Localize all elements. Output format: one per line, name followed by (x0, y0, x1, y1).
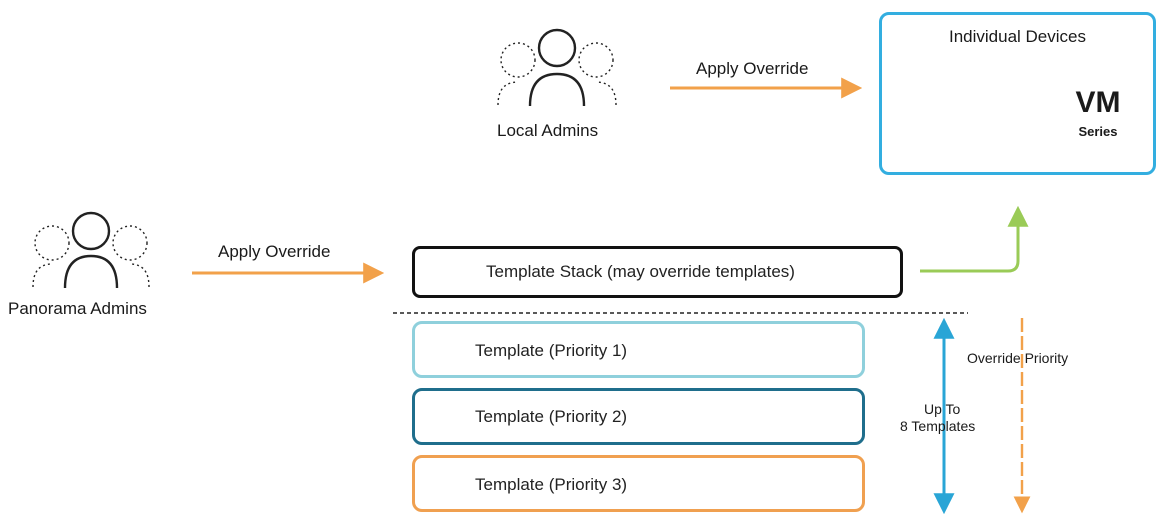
individual-devices-title: Individual Devices (948, 27, 1086, 46)
local-admins-icon (497, 28, 617, 107)
up-to-line1: Up To (924, 401, 961, 417)
individual-devices-box: Individual Devices (879, 12, 1156, 175)
template-priority-3-label: Template (Priority 3) (475, 475, 628, 494)
left-override-label: Apply Override (218, 242, 331, 261)
override-priority-label: Override Priority (967, 350, 1069, 366)
template-priority-2-box: Template (Priority 2) (412, 388, 865, 445)
template-priority-1-label: Template (Priority 1) (475, 341, 628, 360)
panorama-admins-icon (32, 211, 150, 289)
up-to-line2: 8 Templates (900, 418, 976, 434)
local-admins-label: Local Admins (497, 121, 599, 140)
top-override-label: Apply Override (696, 59, 809, 78)
template-priority-3-box: Template (Priority 3) (412, 455, 865, 512)
stack-to-devices-arrow (920, 205, 1029, 273)
vm-label: VM (1075, 86, 1121, 119)
template-priority-2-label: Template (Priority 2) (475, 407, 628, 426)
panorama-admins-label: Panorama Admins (8, 299, 147, 318)
template-stack-label: Template Stack (may override templates) (486, 262, 795, 281)
template-priority-1-box: Template (Priority 1) (412, 321, 865, 378)
series-label: Series (1078, 124, 1118, 139)
template-stack-box: Template Stack (may override templates) (412, 246, 903, 298)
